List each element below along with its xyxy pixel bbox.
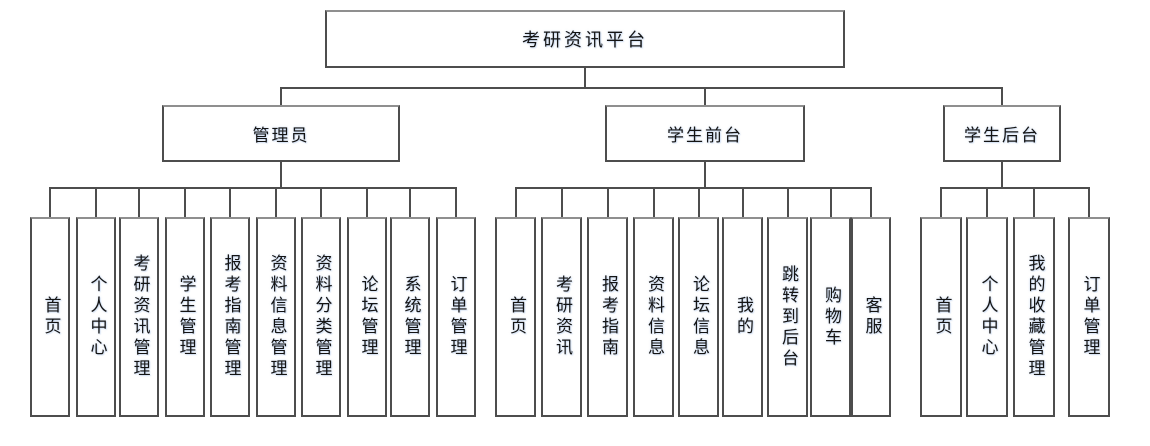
connector-line — [49, 188, 51, 217]
leaf-node: 论坛信息 — [678, 217, 719, 417]
connector-line — [514, 188, 517, 217]
leaf-node: 资料信息管理 — [256, 217, 296, 417]
leaf-node: 报考指南管理 — [210, 217, 250, 417]
branch-node-admin: 管理员 — [162, 105, 400, 162]
connector-line — [741, 188, 744, 217]
leaf-node: 我的收藏管理 — [1013, 217, 1055, 417]
connector-line — [704, 162, 706, 189]
connector-line — [560, 188, 563, 217]
connector-line — [1033, 188, 1035, 217]
leaf-node: 考研资讯管理 — [119, 217, 159, 417]
connector-line — [940, 187, 1090, 189]
leaf-node: 论坛管理 — [347, 217, 387, 417]
connector-line — [940, 188, 942, 217]
leaf-node: 个人中心 — [76, 217, 116, 417]
leaf-node: 订单管理 — [1068, 217, 1110, 417]
connector-line — [275, 188, 277, 217]
connector-line — [1001, 162, 1003, 189]
leaf-node: 个人中心 — [966, 217, 1008, 417]
connector-line — [366, 188, 368, 217]
leaf-node: 跳转到后台 — [767, 217, 808, 417]
connector-line — [320, 188, 322, 217]
connector-line — [184, 188, 186, 217]
connector-line — [49, 187, 457, 189]
leaf-node: 报考指南 — [587, 217, 628, 417]
connector-line — [95, 188, 97, 217]
connector-line — [280, 88, 282, 105]
connector-line — [829, 188, 832, 217]
connector-line — [514, 187, 872, 189]
leaf-node: 订单管理 — [436, 217, 476, 417]
leaf-node: 客服 — [851, 217, 891, 417]
connector-line — [229, 188, 231, 217]
connector-line — [652, 188, 655, 217]
connector-line — [786, 188, 789, 217]
connector-line — [409, 188, 411, 217]
leaf-node: 首页 — [495, 217, 536, 417]
leaf-node: 首页 — [30, 217, 70, 417]
connector-line — [986, 188, 988, 217]
leaf-node: 资料信息 — [633, 217, 674, 417]
branch-node-student-back: 学生后台 — [943, 105, 1061, 162]
leaf-node: 学生管理 — [165, 217, 205, 417]
leaf-node: 购物车 — [810, 217, 851, 417]
connector-line — [1088, 188, 1090, 217]
leaf-node: 资料分类管理 — [301, 217, 341, 417]
leaf-node: 我的 — [722, 217, 763, 417]
connector-line — [455, 188, 457, 217]
connector-line — [138, 188, 140, 217]
leaf-node: 首页 — [920, 217, 962, 417]
connector-line — [697, 188, 700, 217]
connector-line — [280, 162, 282, 189]
connector-line — [280, 87, 1003, 89]
root-node: 考研资讯平台 — [325, 10, 845, 68]
connector-line — [1001, 88, 1003, 105]
leaf-node: 考研资讯 — [541, 217, 582, 417]
connector-line — [584, 68, 586, 89]
connector-line — [606, 188, 609, 217]
branch-node-student-front: 学生前台 — [605, 105, 805, 162]
connector-line — [870, 188, 872, 217]
leaf-node: 系统管理 — [390, 217, 430, 417]
connector-line — [704, 88, 706, 105]
